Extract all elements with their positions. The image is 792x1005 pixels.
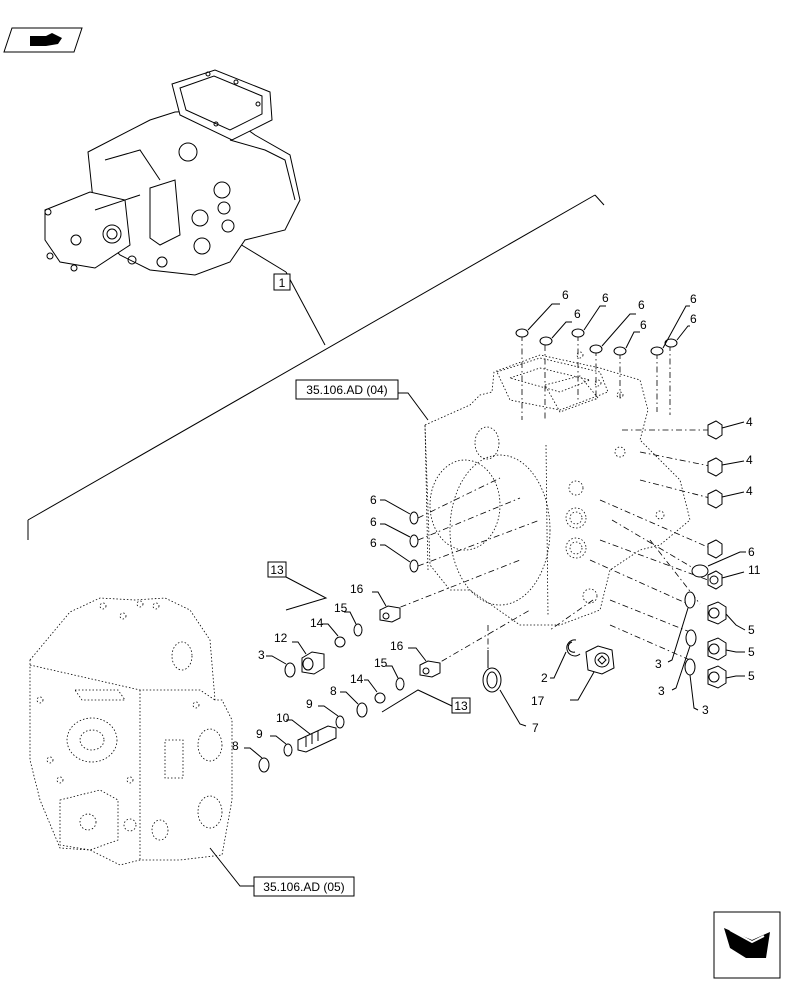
part-3-label: 3 — [658, 684, 665, 698]
part-6-label: 6 — [748, 545, 755, 559]
part-4-label: 4 — [746, 453, 753, 467]
part-6-label: 6 — [638, 298, 645, 312]
ball-14-lower: 14 — [350, 672, 386, 704]
part-7-label: 7 — [532, 721, 539, 735]
part-3-label: 3 — [258, 648, 265, 662]
assembly-callout-label: 1 — [279, 276, 286, 290]
part-3-label: 3 — [655, 657, 662, 671]
part-15-label: 15 — [334, 601, 348, 615]
part-6-label: 6 — [370, 515, 377, 529]
seal-6-group-left: 6 6 6 — [370, 493, 419, 573]
part-16-label: 16 — [390, 639, 404, 653]
seal-6-right: 6 — [691, 545, 755, 578]
circlip-2: 2 — [541, 639, 581, 685]
spool-16-upper: 16 — [350, 582, 401, 623]
o-ring-8-lower: 8 — [232, 739, 270, 773]
part-6-label: 6 — [370, 493, 377, 507]
part-6-label: 6 — [562, 288, 569, 302]
part-17-label: 17 — [531, 694, 545, 708]
o-ring-15-upper: 15 — [334, 601, 363, 637]
cover-housing — [29, 597, 233, 866]
assembly-callout: 1 — [273, 273, 291, 291]
plug-11: 11 — [707, 563, 761, 590]
pump-housing — [424, 351, 691, 626]
o-ring-9-lower: 9 — [256, 727, 293, 757]
part-10-label: 10 — [276, 711, 290, 725]
assembly-lines-housing — [387, 335, 711, 669]
part-3-label: 3 — [702, 703, 709, 717]
plug-12: 12 — [274, 631, 325, 675]
part-6-label: 6 — [640, 318, 647, 332]
part-6-label: 6 — [690, 292, 697, 306]
part-14-label: 14 — [310, 616, 324, 630]
plug-4-group: 4 4 4 — [707, 415, 753, 559]
ref-04-label: 35.106.AD (04) — [306, 383, 387, 397]
group-13-label: 13 — [270, 563, 284, 577]
seal-6-group-top: 6 6 6 6 6 6 6 — [515, 288, 697, 356]
valve-10: 10 — [276, 711, 337, 753]
part-4-label: 4 — [746, 484, 753, 498]
o-ring-15-lower: 15 — [374, 656, 405, 691]
o-ring-9-upper: 9 — [306, 697, 345, 729]
part-15-label: 15 — [374, 656, 388, 670]
part-5-label: 5 — [748, 623, 755, 637]
group-13-callout: 13 13 — [267, 561, 471, 714]
o-ring-3-left: 3 — [258, 648, 296, 678]
ball-14-upper: 14 — [310, 616, 346, 648]
part-6-label: 6 — [574, 307, 581, 321]
pump-assembly-overview — [27, 69, 605, 540]
part-4-label: 4 — [746, 415, 753, 429]
ref-04-callout: 35.106.AD (04) — [295, 379, 429, 421]
plug-17: 17 — [531, 645, 615, 708]
part-16-label: 16 — [350, 582, 364, 596]
part-9-label: 9 — [306, 697, 313, 711]
part-6-label: 6 — [602, 291, 609, 305]
part-5-label: 5 — [748, 669, 755, 683]
eye-bolt-7: 7 — [482, 650, 539, 735]
part-14-label: 14 — [350, 672, 364, 686]
o-ring-8-upper: 8 — [330, 684, 368, 718]
part-12-label: 12 — [274, 631, 288, 645]
part-9-label: 9 — [256, 727, 263, 741]
part-2-label: 2 — [541, 671, 548, 685]
ref-05-callout: 35.106.AD (05) — [209, 847, 355, 897]
part-6-label: 6 — [690, 312, 697, 326]
plug-5-group: 5 5 5 — [707, 601, 755, 689]
hand-pointer-icon[interactable] — [3, 27, 83, 53]
ref-05-label: 35.106.AD (05) — [263, 880, 344, 894]
next-page-arrow-icon[interactable] — [713, 911, 781, 979]
part-11-label: 11 — [748, 563, 761, 577]
group-13-label: 13 — [454, 699, 468, 713]
o-ring-3-right-group: 3 3 3 — [655, 591, 709, 717]
part-8-label: 8 — [232, 739, 239, 753]
part-5-label: 5 — [748, 645, 755, 659]
part-6-label: 6 — [370, 536, 377, 550]
spool-16-lower: 16 — [390, 639, 441, 678]
part-8-label: 8 — [330, 684, 337, 698]
